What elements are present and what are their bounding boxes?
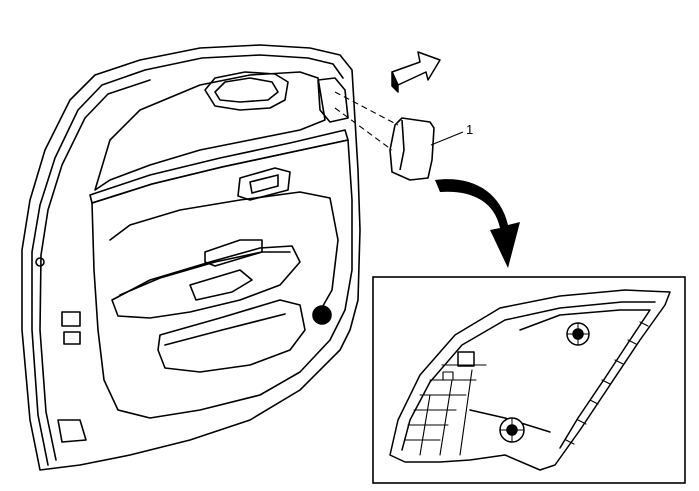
detail-view <box>372 276 686 484</box>
callout-leader-1 <box>430 131 464 146</box>
rear-cover-ribs <box>565 321 649 445</box>
speaker-grille <box>312 305 332 325</box>
door-mirror-trim-cover <box>389 117 435 181</box>
armrest-top-edge <box>119 251 291 296</box>
retaining-bracket <box>457 351 475 367</box>
detail-view-arrow <box>435 179 520 268</box>
front-door-assembly <box>21 44 361 471</box>
hinge-pin <box>35 257 45 267</box>
outside-mirror <box>204 71 289 111</box>
rear-cover-outline <box>389 289 671 471</box>
map-pocket-edge <box>164 313 286 346</box>
trim-cover-outline <box>389 117 435 181</box>
callout-label-1: 1 <box>466 122 473 137</box>
lower-hinge <box>63 331 81 345</box>
trim-cover-rear-side <box>389 289 671 471</box>
window-opening <box>94 71 326 191</box>
rear-cover-strut <box>469 409 551 433</box>
retaining-bracket-small <box>442 371 454 381</box>
door-lower-notch <box>57 419 87 443</box>
pull-cup <box>189 269 253 301</box>
trim-cover-edge <box>399 119 405 171</box>
rear-cover-inner-rim <box>401 301 656 451</box>
detail-view-frame <box>372 276 686 484</box>
window-switch-bezel <box>204 239 263 267</box>
mirror-mount-bracket <box>317 77 349 123</box>
removal-direction-arrow <box>391 51 441 93</box>
door-trim-panel <box>91 139 353 419</box>
outside-mirror-inner <box>214 77 279 103</box>
door-outer-frame <box>21 44 361 471</box>
rear-cover-rib <box>519 309 651 449</box>
trim-panel-inner-contour <box>109 191 339 321</box>
retaining-clip-upper <box>566 322 590 346</box>
door-frame-inner-edge <box>31 54 344 466</box>
projection-lines <box>334 91 399 151</box>
interior-handle-bezel <box>237 167 291 201</box>
map-pocket <box>157 299 306 373</box>
upper-hinge <box>61 311 81 327</box>
door-frame-edge-line <box>39 79 151 461</box>
armrest <box>111 245 301 319</box>
interior-handle <box>249 174 279 194</box>
retaining-clip-lower <box>499 417 525 443</box>
